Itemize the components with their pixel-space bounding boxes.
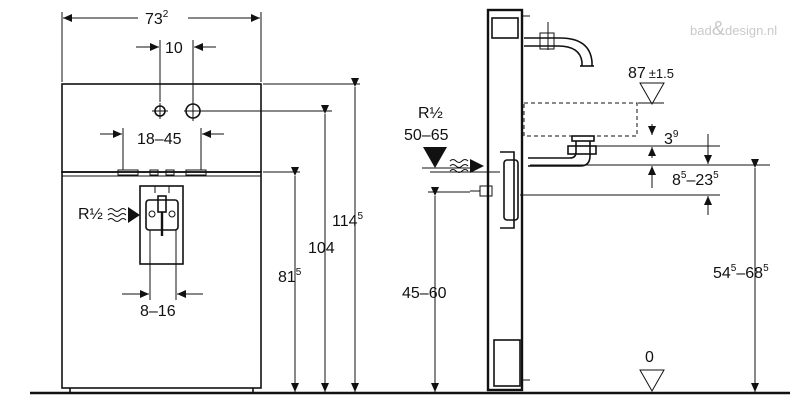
basin-outline: [523, 102, 638, 137]
width-73-label: 732: [145, 9, 169, 28]
level-87-label: 87±1.5: [628, 65, 674, 82]
water-wave-icon: [107, 207, 140, 223]
dim-3-9-label: 39: [664, 129, 679, 148]
height-114-label: 1145: [332, 211, 364, 230]
level-marker-87: [639, 82, 665, 106]
side-r-half-label: R½: [418, 105, 443, 122]
watermark: bad&design.nl: [690, 18, 777, 40]
floor-level-marker: [639, 369, 665, 393]
range-45-60-label: 45–60: [402, 285, 447, 302]
front-r-half-label: R½: [78, 206, 103, 223]
floor-0-label: 0: [645, 349, 654, 366]
spacing-18-45-label: 18–45: [137, 131, 182, 148]
range-8-23-label: 85–235: [672, 170, 719, 189]
range-50-65-label: 50–65: [404, 127, 449, 144]
drain-trap: [430, 135, 720, 229]
spacing-8-16-label: 8–16: [140, 303, 176, 320]
valve-box: [139, 185, 184, 300]
range-54-68-label: 545–685: [713, 263, 769, 282]
front-top-panel: [61, 83, 262, 173]
inlet-level-marker: [423, 147, 447, 168]
height-81-label: 815: [278, 267, 302, 286]
side-view: 87±1.5 39 85–235: [402, 8, 770, 393]
side-water-wave-icon: [449, 159, 484, 173]
front-cabinet: [61, 171, 262, 389]
spout: [524, 22, 594, 67]
spacing-10-label: 10: [165, 40, 183, 57]
height-104-label: 104: [308, 240, 335, 257]
front-view: 732 10 18–45 R½: [61, 9, 364, 393]
side-frame: [486, 8, 524, 392]
faucet-holes: [152, 101, 332, 121]
